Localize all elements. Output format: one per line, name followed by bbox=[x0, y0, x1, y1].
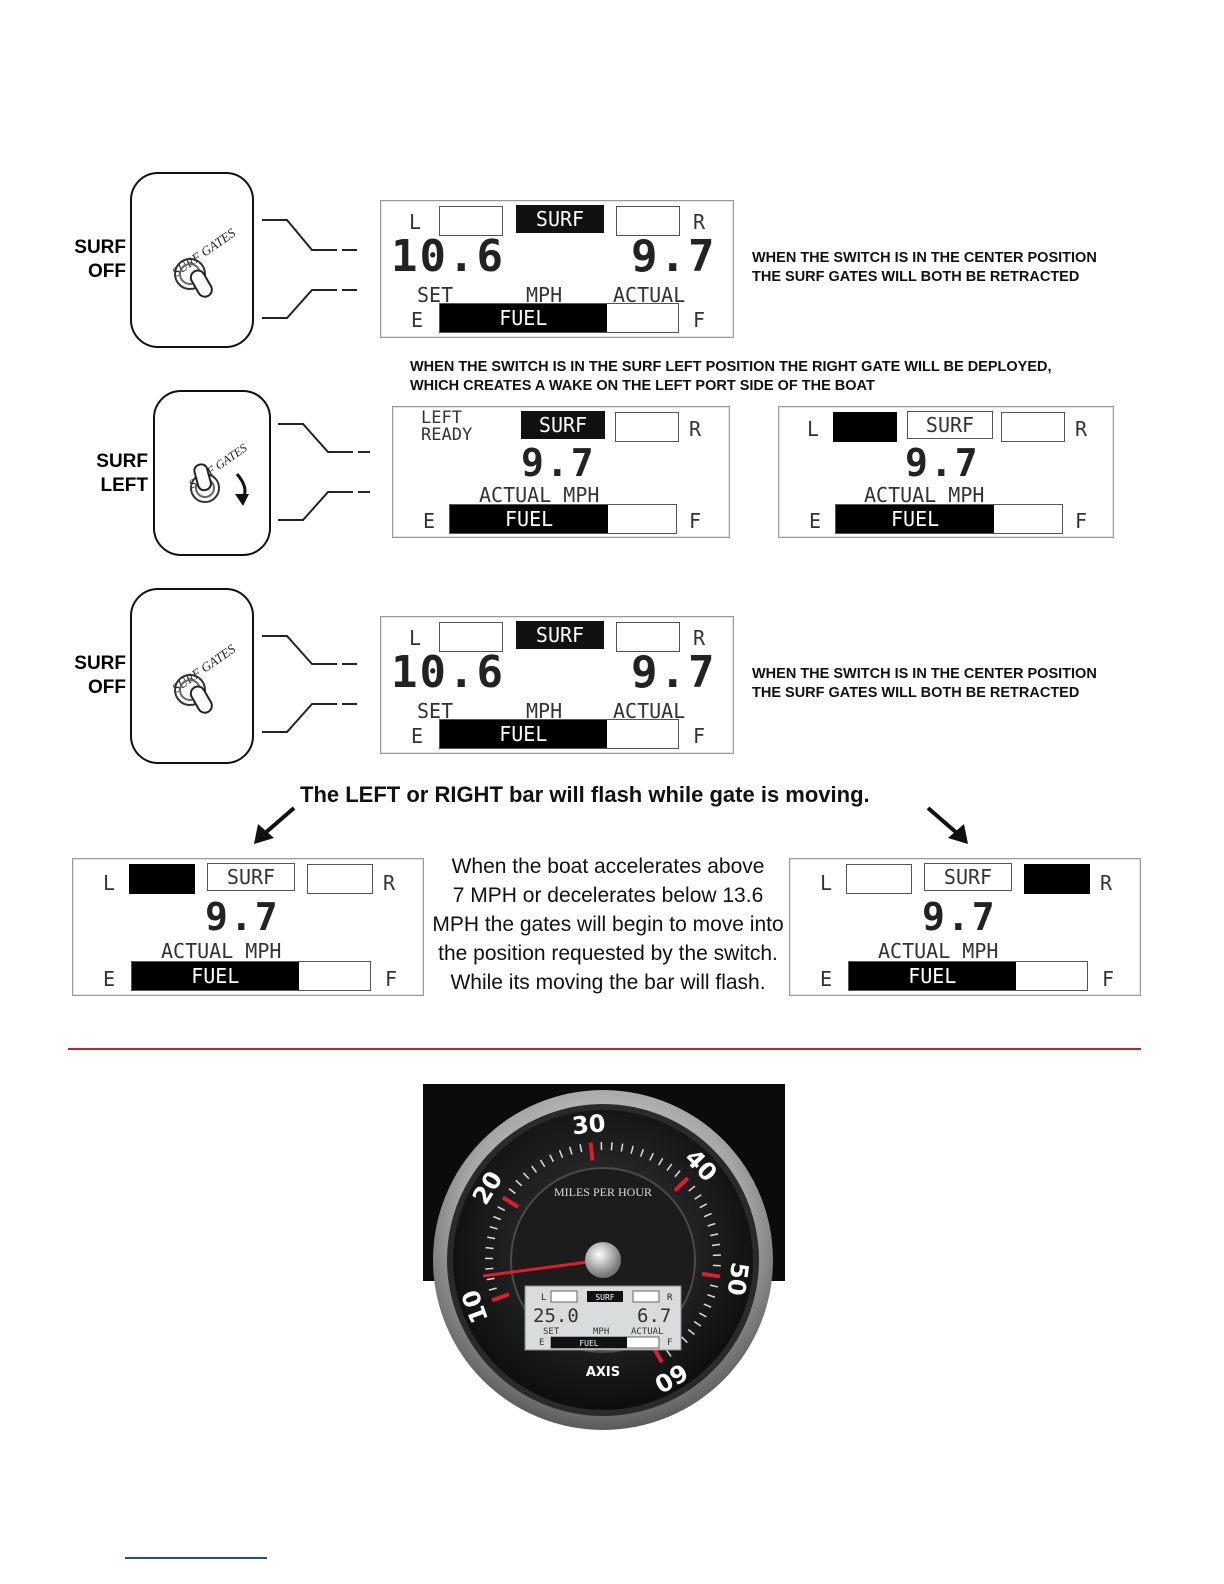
svg-text:L: L bbox=[541, 1293, 546, 1303]
arrow-down-right-icon bbox=[922, 804, 972, 848]
gauge-minor-tick bbox=[486, 1248, 494, 1249]
toggle-switch-left-icon: SURF GATES bbox=[155, 392, 269, 554]
section-divider bbox=[68, 1048, 1141, 1050]
lcd-display-left-flash: L SURF R 9.7 ACTUAL MPH E FUEL F bbox=[72, 858, 424, 996]
footer-link-underline[interactable] bbox=[125, 1557, 267, 1559]
svg-text:SET: SET bbox=[543, 1327, 560, 1337]
caption-center-retracted-2: WHEN THE SWITCH IS IN THE CENTER POSITIO… bbox=[752, 665, 1172, 703]
arrow-down-left-icon bbox=[250, 804, 300, 848]
lcd-display-off-2: L SURF R 10.6 9.7 SET MPH ACTUAL E FUEL … bbox=[380, 616, 734, 754]
switch-panel-off-1: SURF GATES bbox=[130, 172, 254, 348]
gauge-minor-tick bbox=[712, 1244, 720, 1245]
left-gate-bar bbox=[833, 412, 897, 442]
dial-label: MILES PER HOUR bbox=[554, 1185, 652, 1199]
gauge-major-tick bbox=[591, 1143, 593, 1161]
svg-text:E: E bbox=[539, 1338, 544, 1348]
lcd-display-right-flash: L SURF R 9.7 ACTUAL MPH E FUEL F bbox=[789, 858, 1141, 996]
actual-speed-value: 9.7 bbox=[631, 235, 716, 279]
flash-note: When the boat accelerates above 7 MPH or… bbox=[432, 852, 784, 997]
set-speed-value: 10.6 bbox=[391, 235, 505, 279]
svg-text:MPH: MPH bbox=[593, 1327, 609, 1337]
svg-text:ACTUAL: ACTUAL bbox=[631, 1327, 664, 1337]
gauge-actual-speed: 6.7 bbox=[637, 1305, 671, 1327]
left-gate-bar bbox=[129, 864, 195, 894]
svg-text:R: R bbox=[667, 1293, 673, 1303]
svg-text:FUEL: FUEL bbox=[579, 1339, 598, 1348]
switch-panel-left: SURF GATES bbox=[153, 390, 271, 556]
connector-lines-2 bbox=[278, 420, 378, 525]
connector-lines-3 bbox=[262, 626, 362, 741]
gauge-scale-label: 50 bbox=[721, 1260, 753, 1297]
state-label-surf-off-2: SURF OFF bbox=[64, 652, 126, 700]
toggle-switch-icon: SURF GATES bbox=[132, 174, 252, 346]
gauge-major-tick bbox=[702, 1274, 720, 1277]
right-gate-bar bbox=[1024, 864, 1090, 894]
lcd-display-off-1: L SURF R 10.6 9.7 SET MPH ACTUAL E FUEL … bbox=[380, 200, 734, 338]
flash-title: The LEFT or RIGHT bar will flash while g… bbox=[300, 782, 870, 808]
gauge-minor-tick bbox=[611, 1142, 612, 1150]
brand-logo: AXIS bbox=[586, 1365, 620, 1380]
caption-center-retracted-1: WHEN THE SWITCH IS IN THE CENTER POSITIO… bbox=[752, 249, 1172, 287]
toggle-switch-icon: SURF GATES bbox=[132, 590, 252, 762]
lcd-display-left-moving: L SURF R 9.7 ACTUAL MPH E FUEL F bbox=[778, 406, 1114, 538]
svg-text:F: F bbox=[667, 1338, 672, 1348]
state-label-surf-off-1: SURF OFF bbox=[64, 236, 126, 284]
state-label-surf-left: SURF LEFT bbox=[88, 450, 148, 498]
gauge-scale-label: 30 bbox=[571, 1109, 607, 1140]
lcd-display-left-ready: LEFT READY SURF R 9.7 ACTUAL MPH E FUEL … bbox=[392, 406, 730, 538]
gauge-set-speed: 25.0 bbox=[533, 1305, 579, 1327]
caption-surf-left: WHEN THE SWITCH IS IN THE SURF LEFT POSI… bbox=[410, 358, 1130, 396]
connector-lines-1 bbox=[262, 210, 362, 325]
svg-text:SURF: SURF bbox=[595, 1293, 614, 1302]
gauge-minor-tick bbox=[485, 1268, 493, 1269]
switch-panel-off-2: SURF GATES bbox=[130, 588, 254, 764]
